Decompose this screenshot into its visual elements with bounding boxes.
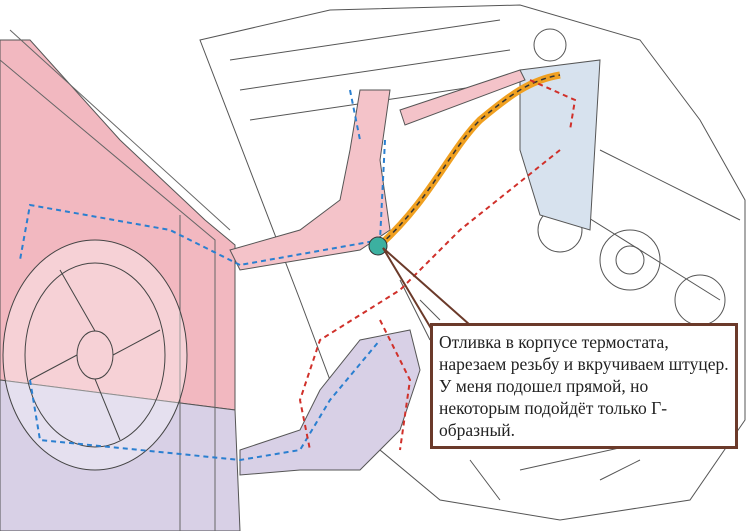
callout-note: Отливка в корпусе термостата, нарезаем р… (430, 323, 738, 449)
expansion-tank (519, 59, 601, 231)
callout-pointer (382, 247, 471, 331)
fan-icon (2, 239, 188, 471)
upper-hose (229, 89, 391, 271)
heater-hose (399, 69, 526, 126)
lower-hose (239, 329, 421, 476)
thermostat-fitting (368, 236, 388, 256)
